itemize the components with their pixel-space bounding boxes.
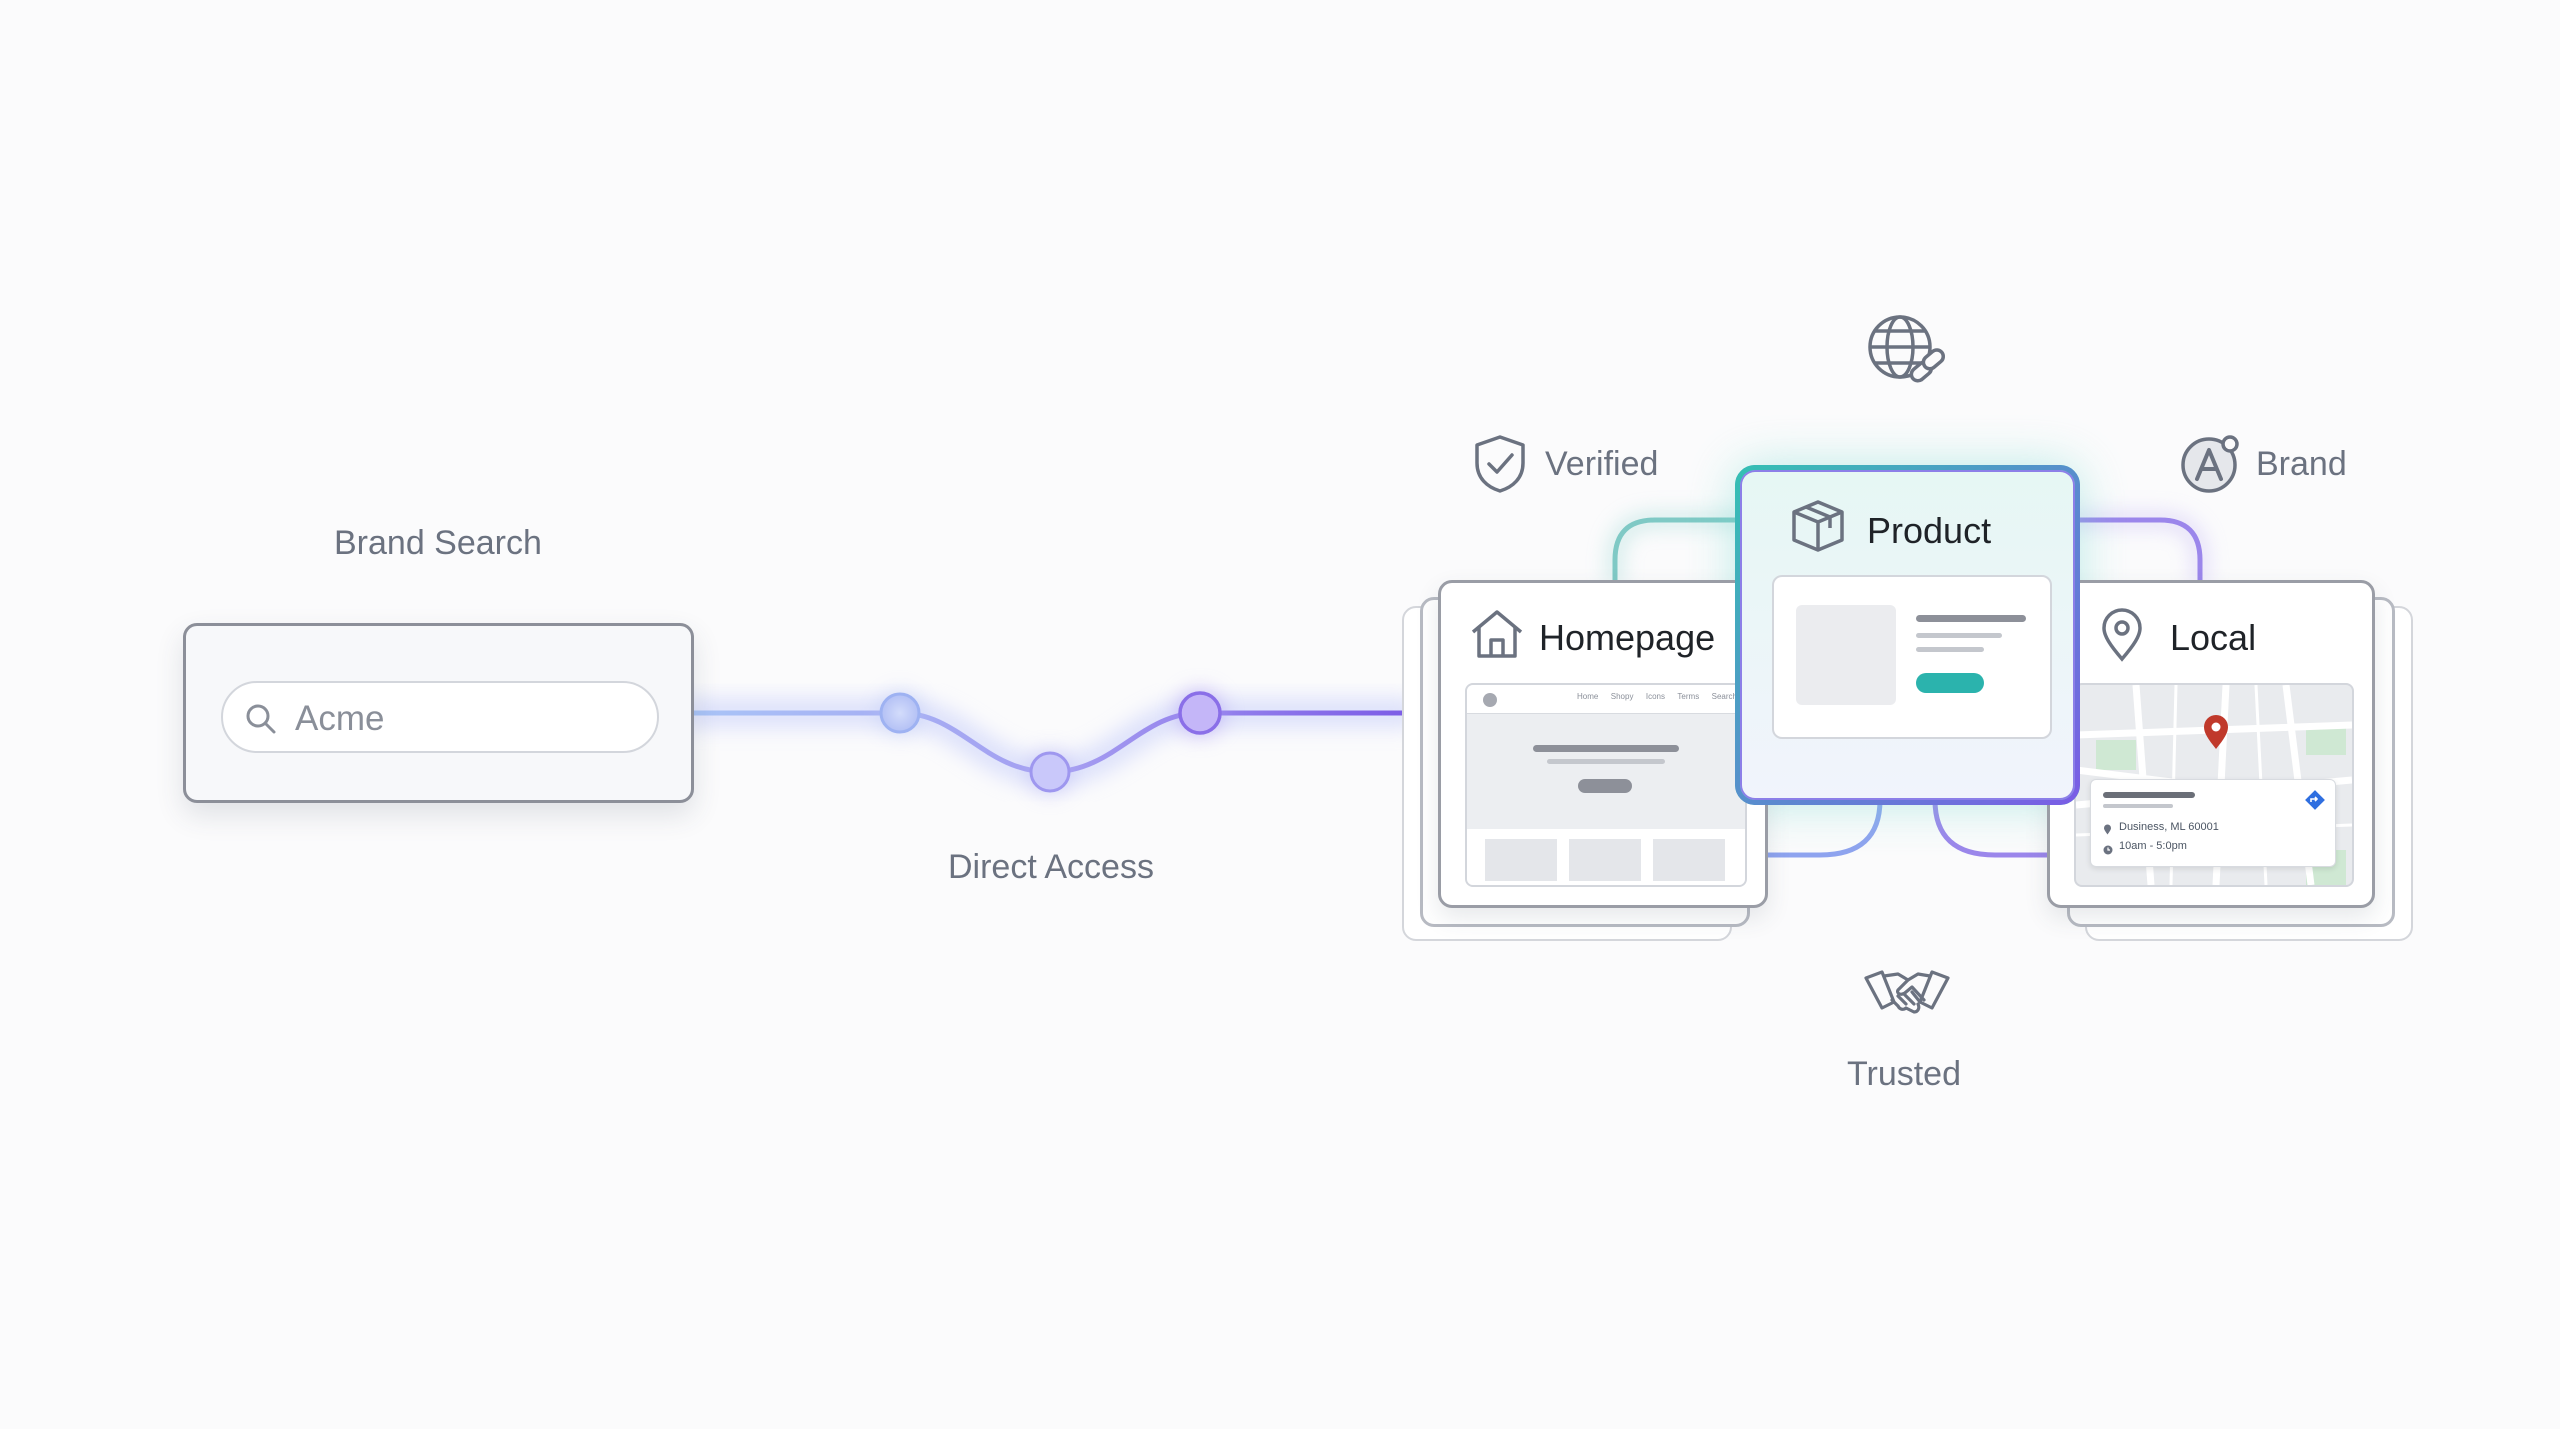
directions-icon[interactable] [2305, 790, 2325, 810]
handshake-icon [1862, 962, 1952, 1032]
product-buy-button[interactable] [1916, 673, 1984, 693]
globe-link-icon [1864, 311, 1948, 395]
local-map[interactable]: Dusiness, ML 60001 10am - 5:0pm [2074, 683, 2354, 887]
map-pin-icon [2202, 713, 2230, 751]
link-product-local [2070, 513, 2207, 585]
nav-item[interactable]: Home [1577, 692, 1599, 701]
link-homepage-product [1608, 513, 1745, 585]
link-product-bottom-left [1765, 799, 1883, 858]
product-title: Product [1867, 510, 1992, 551]
location-pin-icon [2100, 607, 2144, 663]
search-icon [243, 701, 279, 737]
product-preview [1772, 575, 2052, 739]
business-address: Dusiness, ML 60001 [2119, 821, 2219, 833]
verified-label: Verified [1545, 445, 1659, 483]
search-input[interactable]: Acme [221, 681, 659, 753]
nav-item[interactable]: Shopy [1610, 692, 1634, 701]
clock-icon [2103, 842, 2113, 855]
brand-icon [2180, 430, 2244, 494]
search-value: Acme [295, 699, 385, 738]
trusted-label: Trusted [1847, 1055, 1962, 1093]
homepage-title: Homepage [1539, 617, 1716, 658]
home-icon [1469, 608, 1525, 660]
local-card[interactable]: Local Dusiness, ML 600 [2047, 580, 2375, 908]
nav-item[interactable]: Terms [1677, 692, 1700, 701]
product-card[interactable]: Product [1735, 465, 2080, 805]
homepage-card[interactable]: Homepage Home Shopy Icons Terms Search [1438, 580, 1768, 908]
brand-label: Brand [2256, 445, 2347, 483]
direct-access-label: Direct Access [948, 848, 1154, 886]
brand-search-card: Acme [183, 623, 694, 803]
package-box-icon [1790, 498, 1846, 554]
homepage-cta [1578, 779, 1632, 793]
nav-item[interactable]: Icons [1645, 692, 1665, 701]
homepage-logo-dot [1483, 693, 1497, 707]
homepage-preview: Home Shopy Icons Terms Search [1465, 683, 1747, 887]
address-pin-icon [2103, 822, 2112, 835]
local-title: Local [2170, 617, 2257, 658]
product-image-placeholder [1796, 605, 1896, 705]
homepage-nav: Home Shopy Icons Terms Search [1577, 692, 1737, 706]
business-info-card: Dusiness, ML 60001 10am - 5:0pm [2090, 779, 2336, 867]
business-hours: 10am - 5:0pm [2119, 840, 2187, 852]
brand-search-title: Brand Search [334, 524, 542, 562]
nav-item[interactable]: Search [1711, 692, 1737, 701]
link-product-bottom-right [1932, 799, 2050, 858]
shield-check-icon [1470, 433, 1530, 495]
